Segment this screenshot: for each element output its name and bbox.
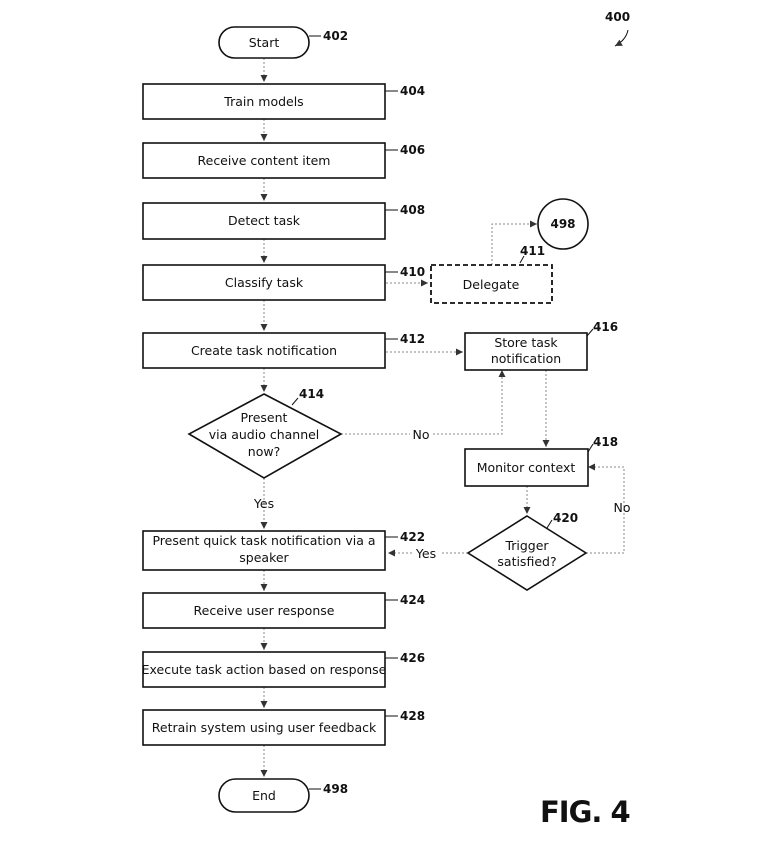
monitor-context-ref: 418 [593, 435, 618, 449]
execute-action-ref: 426 [400, 651, 425, 665]
no-trigger-label: No [614, 500, 631, 515]
receive-content-step: Receive content item [142, 142, 386, 179]
retrain-label: Retrain system using user feedback [152, 720, 377, 735]
receive-content-ref: 406 [400, 143, 425, 157]
present-quick-ref: 422 [400, 530, 425, 544]
retrain-ref: 428 [400, 709, 425, 723]
monitor-context-label: Monitor context [477, 460, 576, 475]
detect-task-step: Detect task [142, 202, 386, 240]
no-audio-label-bg [410, 426, 432, 441]
figure-caption: FIG. 4 [540, 795, 630, 829]
create-notification-label: Create task notification [191, 343, 337, 358]
trigger-decision: Trigger satisfied? [466, 515, 588, 591]
figure-ref: 400 [605, 10, 630, 24]
no-audio-label: No [413, 427, 430, 442]
present-quick-step: Present quick task notification via a sp… [142, 530, 386, 571]
yes-trigger-label: Yes [415, 546, 436, 561]
detect-task-ref: 408 [400, 203, 425, 217]
trigger-ref-leader [546, 519, 553, 529]
present-audio-line3: now? [248, 444, 280, 459]
present-audio-line2: via audio channel [209, 427, 320, 442]
trigger-line1: Trigger [504, 538, 549, 553]
receive-response-label: Receive user response [194, 603, 335, 618]
start-terminal: Start [218, 26, 310, 59]
end-label: End [252, 788, 276, 803]
classify-task-step: Classify task [142, 264, 386, 301]
start-label: Start [249, 35, 280, 50]
detect-task-label: Detect task [228, 213, 301, 228]
receive-response-ref: 424 [400, 593, 425, 607]
trigger-ref: 420 [553, 511, 578, 525]
present-audio-ref: 414 [299, 387, 324, 401]
store-notification-ref-leader [586, 328, 594, 337]
receive-content-label: Receive content item [198, 153, 331, 168]
delegate-label: Delegate [463, 277, 520, 292]
yes-trigger-label-bg [412, 546, 440, 561]
retrain-step: Retrain system using user feedback [142, 709, 386, 746]
end-terminal: End [218, 778, 310, 813]
execute-action-label: Execute task action based on response [142, 662, 387, 677]
start-ref: 402 [323, 29, 348, 43]
execute-action-step: Execute task action based on response [142, 651, 387, 688]
trigger-line2: satisfied? [497, 554, 556, 569]
store-notification-ref: 416 [593, 320, 618, 334]
classify-task-ref: 410 [400, 265, 425, 279]
delegate-ref: 411 [520, 244, 545, 258]
store-notification-step: Store task notification [464, 332, 588, 371]
present-quick-line1: Present quick task notification via a [152, 533, 375, 548]
offpage-connector-498: 498 [537, 198, 589, 250]
store-notification-line2: notification [491, 351, 561, 366]
present-audio-ref-leader [291, 397, 299, 406]
offpage-connector-label: 498 [550, 217, 575, 231]
present-audio-decision: Present via audio channel now? [187, 393, 343, 479]
yes-audio-label: Yes [253, 496, 274, 511]
receive-response-step: Receive user response [142, 592, 386, 629]
monitor-context-ref-leader [587, 443, 594, 453]
train-models-ref: 404 [400, 84, 425, 98]
monitor-context-step: Monitor context [464, 448, 589, 487]
train-models-step: Train models [142, 83, 386, 120]
figure-ref-arrow [614, 29, 629, 47]
end-ref: 498 [323, 782, 348, 796]
delegate-step: Delegate [430, 264, 553, 304]
train-models-label: Train models [223, 94, 303, 109]
classify-task-label: Classify task [225, 275, 304, 290]
store-notification-line1: Store task [494, 335, 558, 350]
present-quick-line2: speaker [239, 550, 289, 565]
present-audio-line1: Present [241, 410, 288, 425]
delegate-ref-leader [519, 255, 525, 264]
create-notification-step: Create task notification [142, 332, 386, 369]
create-notification-ref: 412 [400, 332, 425, 346]
